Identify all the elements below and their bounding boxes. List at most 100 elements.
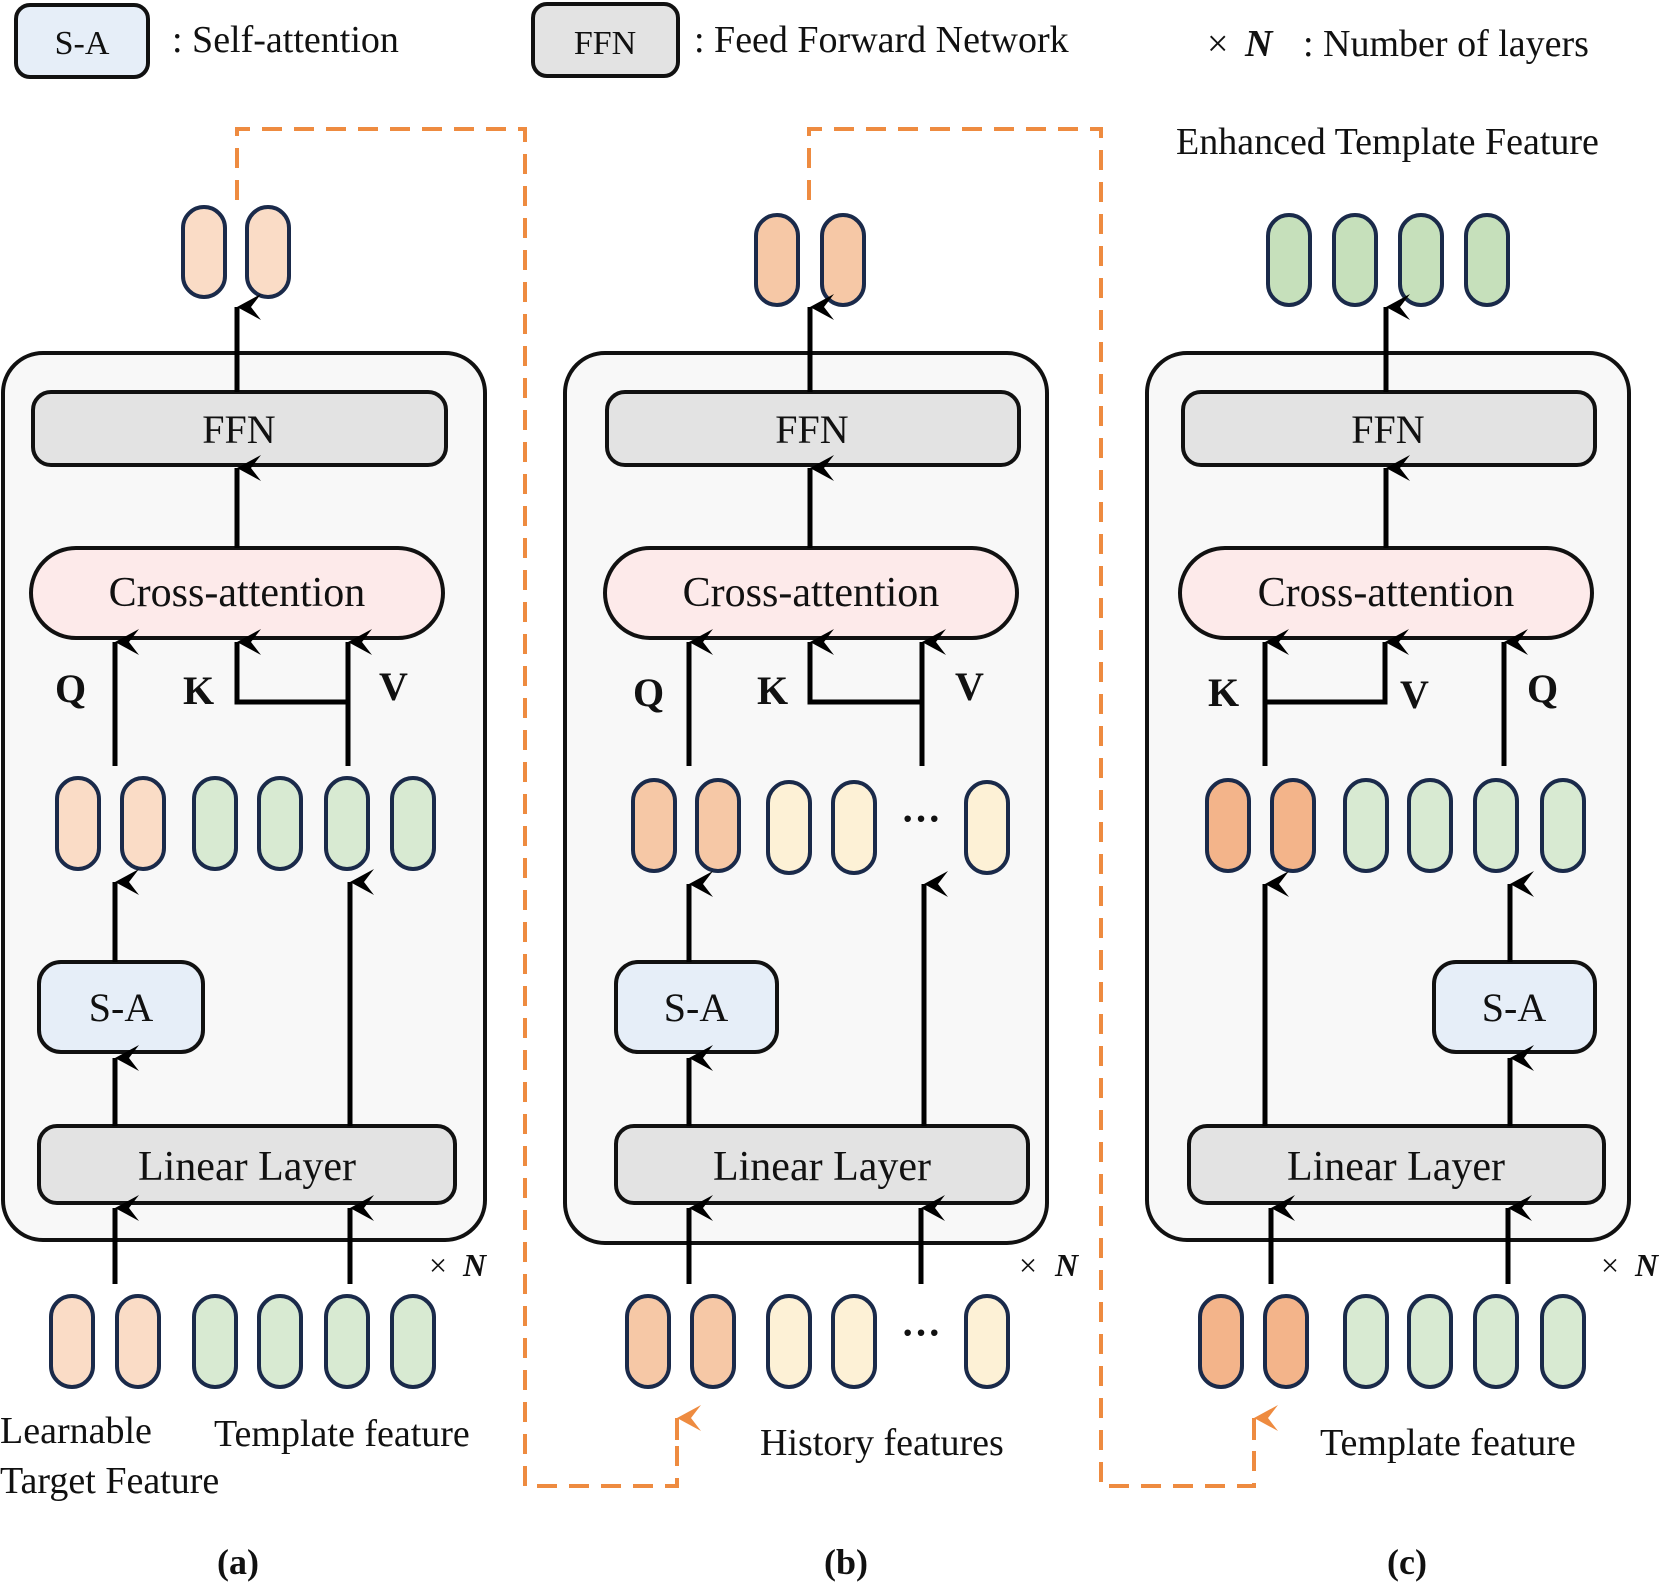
token — [695, 778, 741, 873]
dashed-connector-a-to-b — [235, 127, 701, 1488]
panel-c-input-tokens — [1198, 1294, 1586, 1389]
legend-sa-box-label: S-A — [55, 25, 110, 62]
token — [324, 1294, 370, 1389]
token — [1263, 1294, 1309, 1389]
token — [625, 1294, 671, 1389]
token — [192, 776, 238, 871]
legend-sa-box — [14, 3, 150, 79]
panel-a-linear-block — [37, 1124, 457, 1205]
token — [1540, 1294, 1586, 1389]
token — [1407, 778, 1453, 873]
token — [964, 780, 1010, 875]
token — [1343, 778, 1389, 873]
panel-a-input-label-template: Template feature — [214, 1413, 470, 1455]
legend: S-A : Self-attention FFN : Feed Forward … — [14, 2, 1589, 79]
panel-b-mid-ellipsis: ··· — [901, 796, 941, 841]
panel-b-caption: (b) — [824, 1542, 868, 1582]
panel-c-input-label: Template feature — [1320, 1422, 1576, 1464]
legend-sa-desc: : Self-attention — [172, 19, 399, 61]
panel-c-caption: (c) — [1387, 1542, 1427, 1582]
panel-b-linear-block — [614, 1124, 1030, 1205]
legend-layers-n: N — [1244, 23, 1274, 65]
token — [1473, 778, 1519, 873]
dashed-connector-b-to-c — [807, 127, 1278, 1488]
token — [820, 213, 866, 307]
panel-c-sa-label: S-A — [1482, 985, 1547, 1030]
panel-b-sa-label: S-A — [664, 985, 729, 1030]
panel-b-mid-tokens — [631, 778, 1010, 875]
token — [1343, 1294, 1389, 1389]
panel-a-input-label-target: Target Feature — [0, 1460, 219, 1502]
token — [1464, 213, 1510, 307]
token — [390, 1294, 436, 1389]
token — [390, 776, 436, 871]
token — [1332, 213, 1378, 307]
panel-b-repeat-n: N — [1054, 1247, 1080, 1283]
token — [754, 213, 800, 307]
token — [964, 1294, 1010, 1389]
token — [766, 1294, 812, 1389]
panel-a-k-label: K — [183, 668, 214, 713]
panel-c-ffn-label: FFN — [1351, 407, 1424, 452]
token — [49, 1294, 95, 1389]
panel-c-output-label: Enhanced Template Feature — [1176, 121, 1599, 163]
panel-b-input-label: History features — [760, 1422, 1004, 1464]
panel-a-input-tokens — [49, 1294, 436, 1389]
token — [115, 1294, 161, 1389]
panel-b-cross-attention-label: Cross-attention — [683, 570, 940, 616]
panel-a-sa-label: S-A — [89, 985, 154, 1030]
panel-c-k-label: K — [1208, 670, 1239, 715]
panel-a-v-label: V — [379, 664, 408, 709]
token — [1266, 213, 1312, 307]
panel-c-repeat-n: N — [1634, 1247, 1660, 1283]
token — [1407, 1294, 1453, 1389]
token — [1540, 778, 1586, 873]
panel-b-arrows — [686, 294, 948, 1284]
panel-a-input-label-learnable: Learnable — [0, 1410, 152, 1452]
token — [245, 205, 291, 299]
token — [324, 776, 370, 871]
panel-b-input-tokens — [625, 1294, 1010, 1389]
legend-ffn-box-label: FFN — [574, 25, 636, 62]
panel-a-cross-attention-label: Cross-attention — [109, 570, 366, 616]
token — [1398, 213, 1444, 307]
token — [1473, 1294, 1519, 1389]
token — [1205, 778, 1251, 873]
panel-b-k-label: K — [757, 668, 788, 713]
panel-c-linear-label: Linear Layer — [1287, 1144, 1505, 1190]
panel-a-output-tokens — [181, 205, 291, 299]
token — [257, 776, 303, 871]
token — [690, 1294, 736, 1389]
panel-b-bottom-ellipsis: ··· — [901, 1310, 941, 1355]
token — [631, 778, 677, 873]
panel-b-q-label: Q — [633, 670, 664, 715]
token — [1198, 1294, 1244, 1389]
panel-c-arrows — [1262, 294, 1534, 1284]
panel-c-cross-attention-label: Cross-attention — [1258, 570, 1515, 616]
panel-a-mid-tokens — [55, 776, 436, 871]
panel-b: FFN Cross-attention Q K V ··· S-A Linear… — [563, 213, 1080, 1582]
panel-a-ffn-label: FFN — [202, 407, 275, 452]
panel-a-q-label: Q — [55, 666, 86, 711]
panel-c: Enhanced Template Feature FFN Cross-atte… — [1145, 121, 1660, 1582]
legend-layers-times: × — [1207, 23, 1228, 65]
token — [1270, 778, 1316, 873]
panel-a: FFN Cross-attention Q K V S-A Linear Lay… — [0, 205, 488, 1582]
legend-ffn-desc: : Feed Forward Network — [694, 19, 1069, 61]
panel-c-q-label: Q — [1527, 666, 1558, 711]
token — [120, 776, 166, 871]
legend-ffn-box — [531, 2, 680, 78]
panel-c-output-tokens — [1266, 213, 1510, 307]
token — [766, 780, 812, 875]
panel-c-linear-block — [1187, 1124, 1606, 1205]
panel-a-caption: (a) — [217, 1542, 259, 1582]
token — [55, 776, 101, 871]
panel-b-repeat-times: × — [1019, 1247, 1037, 1283]
panel-a-repeat-n: N — [462, 1247, 488, 1283]
token — [192, 1294, 238, 1389]
token — [831, 1294, 877, 1389]
legend-layers-desc: : Number of layers — [1303, 23, 1589, 65]
token — [181, 205, 227, 299]
panel-c-mid-tokens — [1205, 778, 1586, 873]
